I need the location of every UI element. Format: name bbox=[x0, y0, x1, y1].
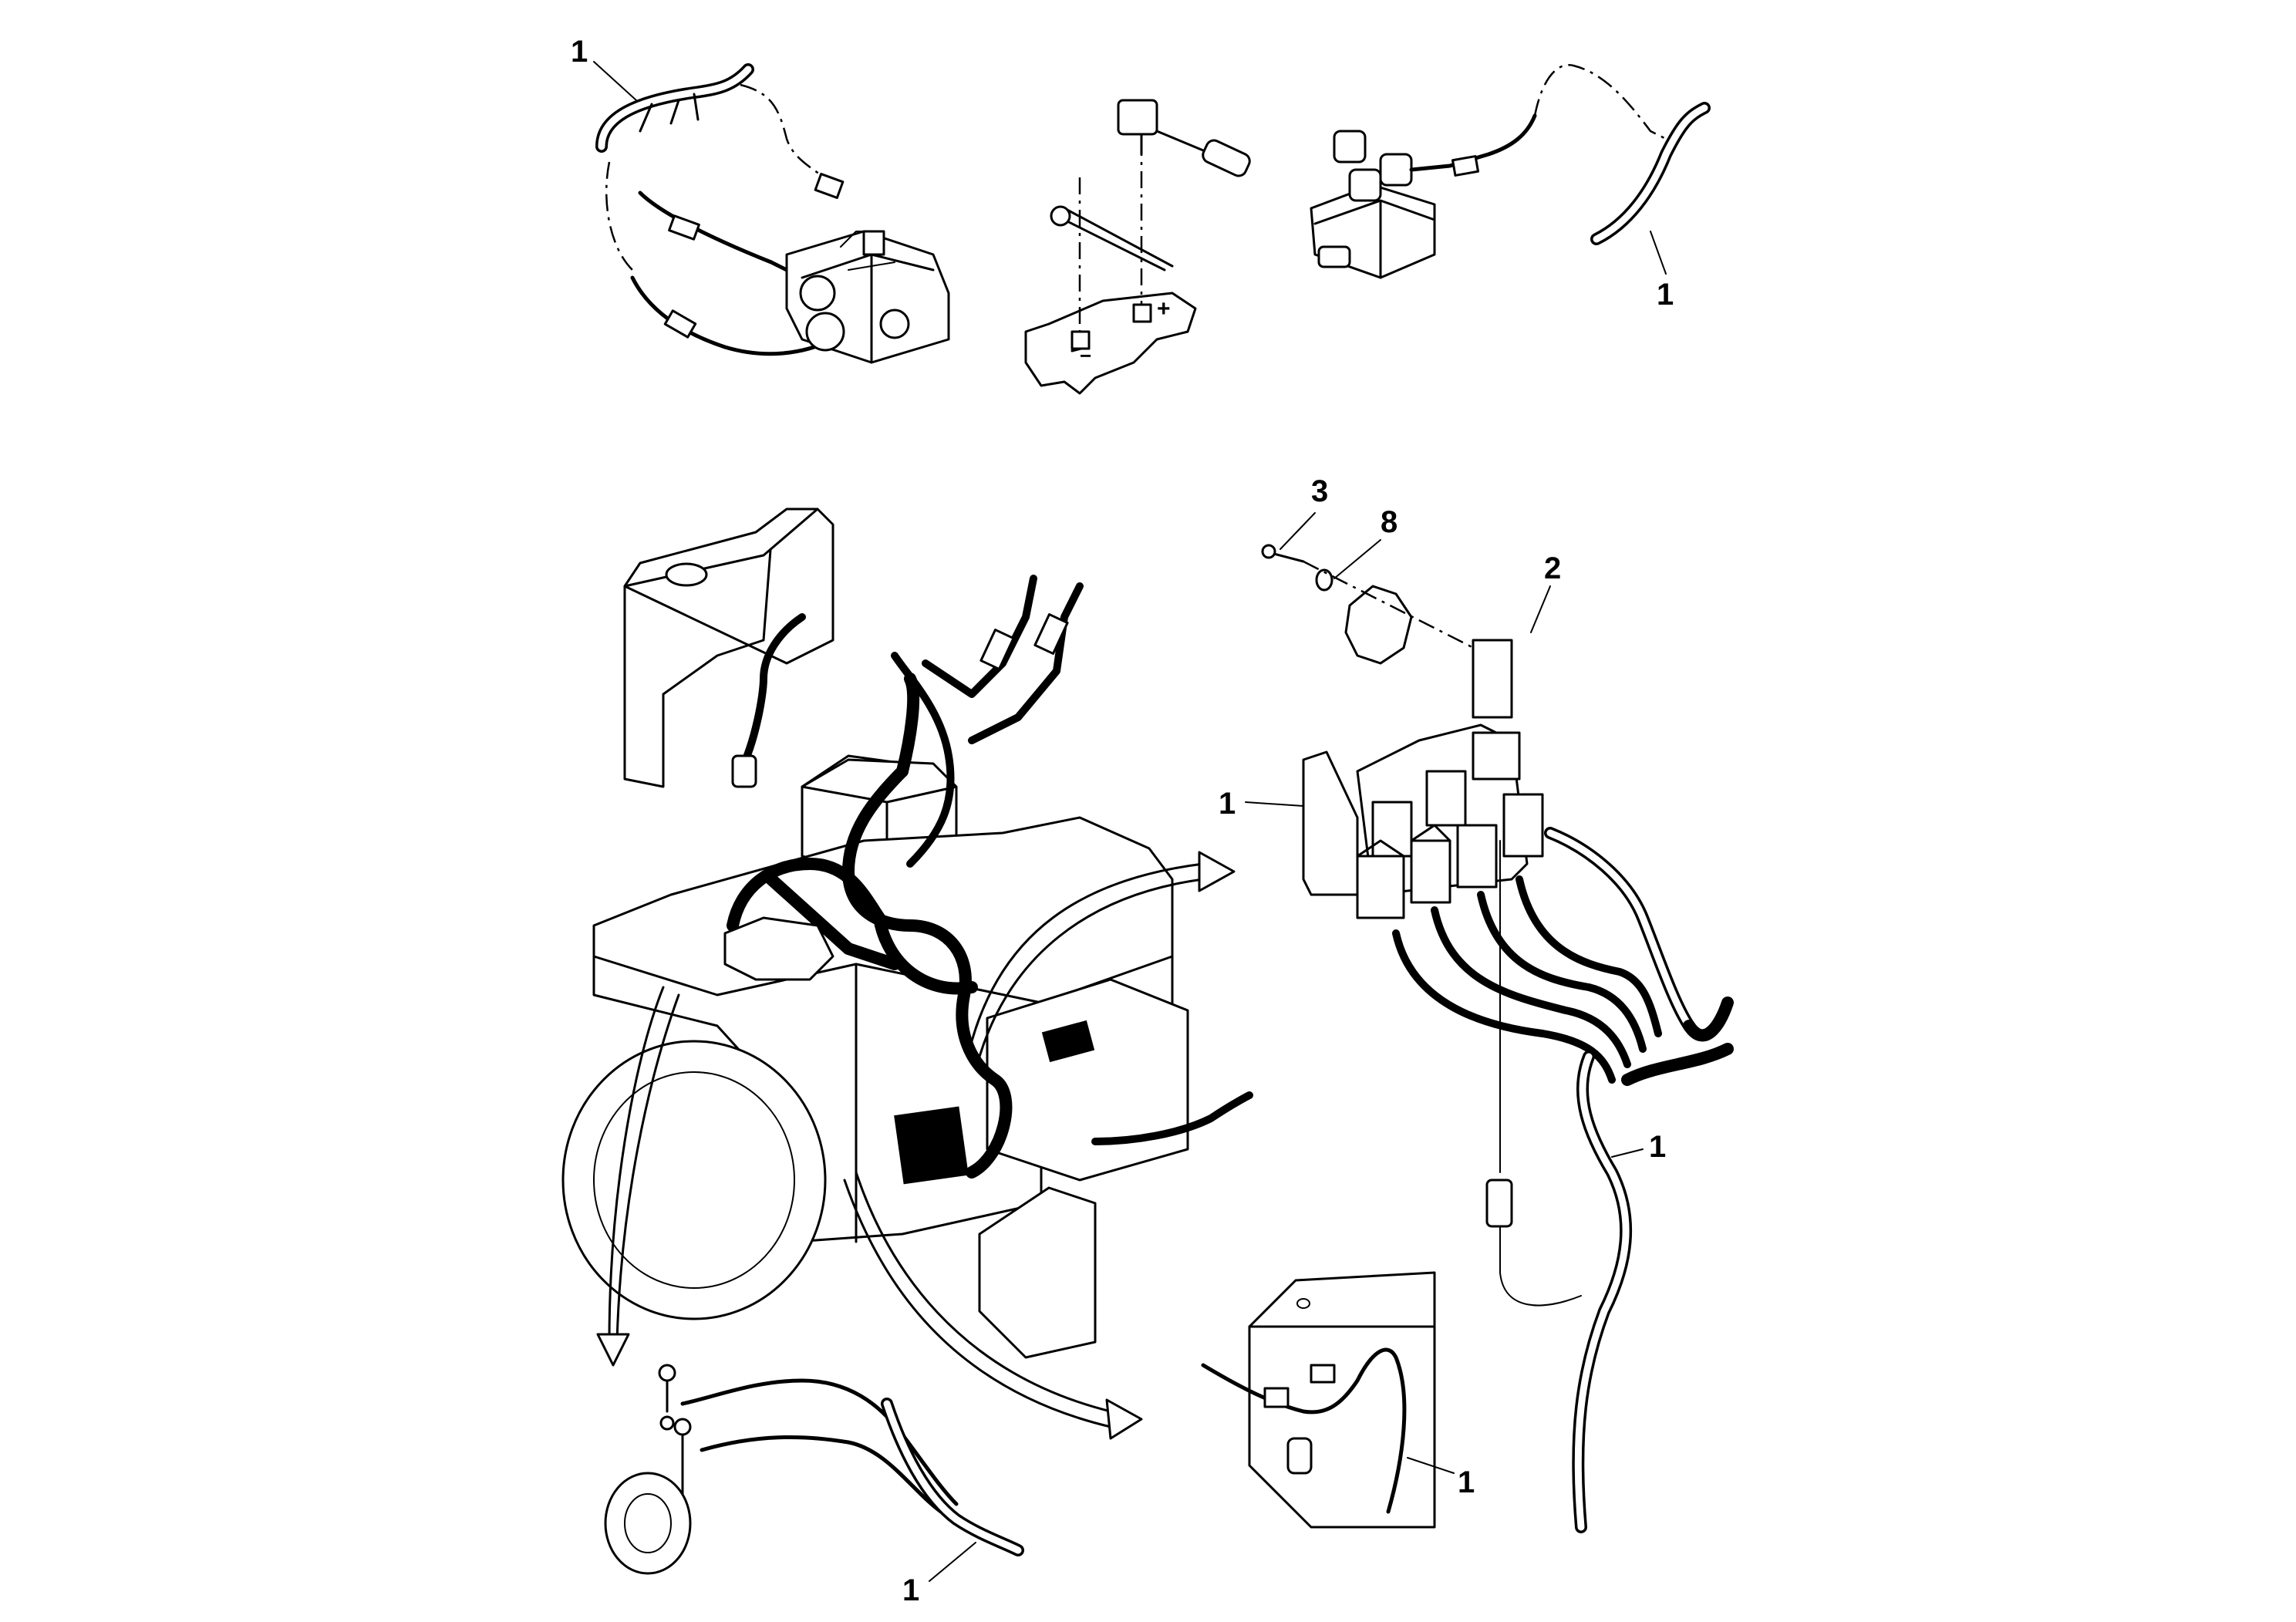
callout-8-washer: 8 bbox=[1381, 505, 1397, 539]
detail-relay-panel bbox=[1261, 544, 1734, 1533]
detail-valve-block-right bbox=[1310, 64, 1711, 279]
callout-1-horn: 1 bbox=[902, 1573, 919, 1607]
main-machine-assembly bbox=[561, 508, 1253, 1359]
battery-plus-symbol: + bbox=[1157, 296, 1171, 322]
battery-minus-symbol: − bbox=[1080, 344, 1091, 367]
callout-labels: 1 1 3 8 2 1 1 1 1 bbox=[571, 35, 1674, 1607]
callout-1-top-right: 1 bbox=[1657, 278, 1674, 312]
callout-1-relay-panel: 1 bbox=[1219, 787, 1236, 821]
callout-1-right-hose: 1 bbox=[1649, 1130, 1666, 1164]
callout-3-bolt: 3 bbox=[1311, 474, 1328, 508]
detail-battery-terminal: − + bbox=[1024, 99, 1251, 395]
callout-1-top-left: 1 bbox=[571, 35, 588, 69]
callout-leaders bbox=[593, 61, 1667, 1582]
callout-2-nut: 2 bbox=[1544, 551, 1561, 585]
detail-valve-block-left bbox=[595, 63, 950, 364]
callout-1-sensor: 1 bbox=[1458, 1465, 1475, 1499]
detail-sensor bbox=[1201, 1271, 1436, 1529]
detail-horn bbox=[604, 1364, 1024, 1575]
arrows bbox=[596, 851, 1236, 1440]
